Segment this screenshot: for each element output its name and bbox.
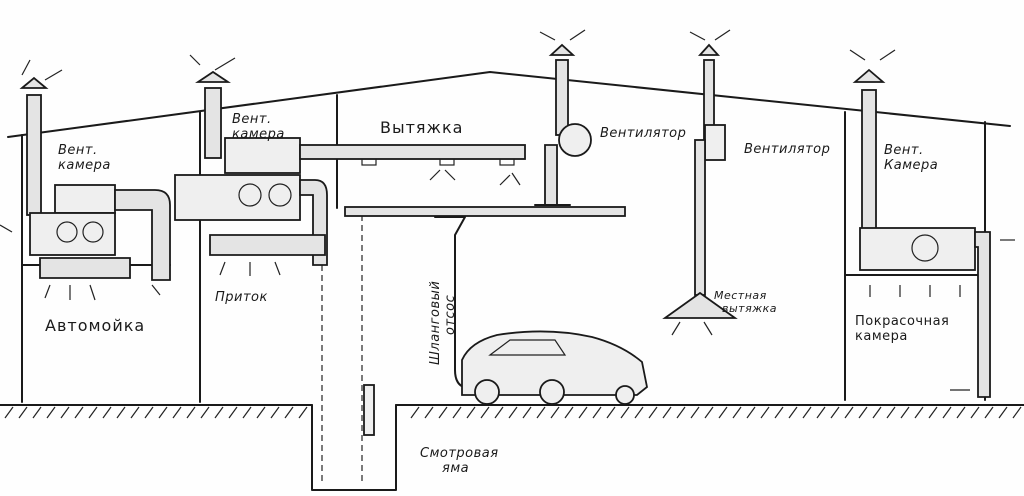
label-car-wash: Автомойка — [45, 316, 146, 335]
label-supply: Приток — [215, 290, 268, 305]
label-exhaust: Вытяжка — [380, 118, 464, 137]
label-vent-chamber-left: Вент.камера — [58, 143, 111, 173]
exhaust-grilles — [361, 158, 515, 166]
label-fan-2: Вентилятор — [744, 142, 831, 157]
airflow-arrows — [0, 29, 1015, 391]
exhaust-duct — [299, 144, 526, 160]
label-vent-chamber-middle: Вент.камера — [232, 112, 285, 142]
ground-hatching — [4, 406, 1022, 419]
overhead-beam — [344, 206, 626, 217]
inspection-pit — [311, 404, 397, 491]
vent-chamber-middle-unit — [174, 70, 328, 266]
pit-fixture — [363, 384, 375, 436]
fan-2-unit — [662, 43, 738, 319]
vent-chamber-left-unit — [19, 76, 171, 281]
vent-chamber-right-unit — [852, 68, 991, 398]
roof-line — [7, 71, 1011, 138]
car-illustration — [461, 330, 648, 405]
label-vent-chamber-right: Вент.Камера — [884, 143, 939, 173]
fan-1-unit — [534, 43, 592, 206]
label-fan-1: Вентилятор — [600, 126, 687, 141]
